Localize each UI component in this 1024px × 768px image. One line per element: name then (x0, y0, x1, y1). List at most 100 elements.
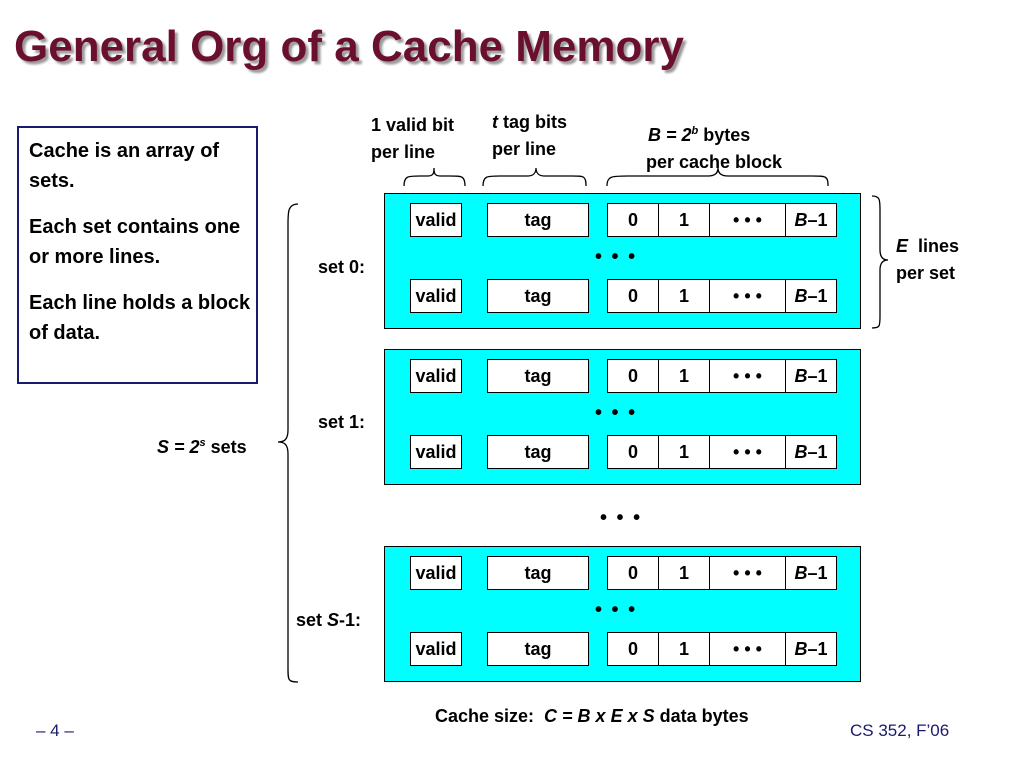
block-size-text: bytes (698, 125, 751, 145)
block-last-rest: –1 (807, 365, 828, 386)
more-lines-ellipsis: • • • (595, 402, 638, 424)
tag-bits-text: tag bits (498, 112, 568, 132)
valid-text: valid (415, 285, 457, 306)
page-number: – 4 – (36, 721, 74, 740)
block-byte-1-text: 1 (678, 365, 689, 386)
num-sets-exp: s (199, 437, 206, 449)
block-byte-0-text: 0 (627, 209, 638, 230)
valid-bit-label-line2: per line (371, 142, 436, 162)
tag-cell: tag (487, 279, 589, 313)
block-ellipsis: • • • (709, 556, 786, 590)
valid-bit-brace (403, 167, 466, 187)
lines-per-set-label-line2: per set (896, 263, 956, 283)
num-sets-var: S = 2 (157, 437, 200, 457)
notes-box: Cache is an array of sets. Each set cont… (17, 126, 258, 384)
block-byte-1-text: 1 (678, 562, 689, 583)
tag-cell: tag (487, 556, 589, 590)
block-last-var: B (794, 638, 808, 659)
valid-cell: valid (410, 632, 462, 666)
block-byte-0: 0 (607, 632, 659, 666)
lines-per-set-var: E (896, 236, 909, 256)
num-sets-text: sets (205, 437, 247, 457)
block-ellipsis: • • • (709, 279, 786, 313)
block-size-label: B = 2b bytes per cache block (646, 118, 782, 176)
block-last-rest: –1 (807, 209, 828, 230)
block-byte-0: 0 (607, 556, 659, 590)
set-1-label: set 1: (318, 412, 366, 432)
valid-cell: valid (410, 279, 462, 313)
tag-text: tag (524, 562, 552, 583)
page-title: General Org of a Cache Memory (14, 22, 684, 71)
block-byte-1: 1 (658, 556, 710, 590)
block-byte-0-text: 0 (627, 441, 638, 462)
more-lines-ellipsis: • • • (595, 246, 638, 268)
block-byte-1-text: 1 (678, 209, 689, 230)
block-last-var: B (794, 365, 808, 386)
block-size-var: B = 2 (648, 125, 692, 145)
block-byte-1-text: 1 (678, 285, 689, 306)
tag-cell: tag (487, 359, 589, 393)
tag-cell: tag (487, 632, 589, 666)
block-last-var: B (794, 209, 808, 230)
more-sets-ellipsis: • • • (600, 507, 643, 529)
block-byte-1: 1 (658, 279, 710, 313)
block-size-exp: b (691, 125, 699, 137)
valid-text: valid (415, 209, 457, 230)
set-last-prefix: set (296, 610, 328, 630)
block-byte-0-text: 0 (627, 285, 638, 306)
block-ellipsis-text: • • • (733, 365, 762, 386)
block-byte-0: 0 (607, 435, 659, 469)
valid-bit-label-line1: 1 valid bit (371, 115, 455, 135)
set-last-suffix: -1: (339, 610, 362, 630)
valid-cell: valid (410, 556, 462, 590)
block-byte-0: 0 (607, 359, 659, 393)
cache-size-prefix: Cache size: (435, 706, 545, 726)
block-ellipsis: • • • (709, 203, 786, 237)
block-last-var: B (794, 562, 808, 583)
tag-cell: tag (487, 203, 589, 237)
cache-size-expr: C = B x E x S (544, 706, 655, 726)
block-byte-0-text: 0 (627, 638, 638, 659)
block-last-rest: –1 (807, 441, 828, 462)
lines-per-set-label: E lines per set (896, 233, 959, 287)
block-last-rest: –1 (807, 638, 828, 659)
set-0-label: set 0: (318, 257, 366, 277)
cache-size-suffix: data bytes (654, 706, 749, 726)
tag-bits-brace (482, 167, 587, 187)
block-ellipsis-text: • • • (733, 209, 762, 230)
block-ellipsis-text: • • • (733, 638, 762, 659)
block-brace (606, 167, 829, 187)
note-lines: Each set contains one or more lines. (29, 216, 241, 268)
block-ellipsis-text: • • • (733, 562, 762, 583)
block-size-label-line2: per cache block (646, 152, 783, 172)
valid-text: valid (415, 638, 457, 659)
note-block: Each line holds a block of data. (29, 292, 251, 344)
valid-text: valid (415, 441, 457, 462)
block-byte-1-text: 1 (678, 638, 689, 659)
block-ellipsis: • • • (709, 359, 786, 393)
block-last-var: B (794, 441, 808, 462)
block-byte-last: B–1 (785, 556, 837, 590)
block-ellipsis-text: • • • (733, 441, 762, 462)
lines-per-set-brace (871, 195, 889, 329)
course-label: CS 352, F’06 (850, 721, 950, 740)
valid-text: valid (415, 562, 457, 583)
valid-bit-label: 1 valid bit per line (371, 112, 454, 166)
cache-size-formula: Cache size: C = B x E x S data bytes (435, 703, 749, 730)
tag-bits-label: t tag bits per line (492, 109, 567, 163)
tag-text: tag (524, 638, 552, 659)
block-byte-last: B–1 (785, 359, 837, 393)
block-byte-1-text: 1 (678, 441, 689, 462)
num-sets-label: S = 2s sets (157, 430, 247, 461)
tag-text: tag (524, 441, 552, 462)
tag-cell: tag (487, 435, 589, 469)
tag-bits-var: t (492, 112, 498, 132)
set-last-label: set S-1: (296, 607, 361, 634)
tag-text: tag (524, 365, 552, 386)
block-byte-1: 1 (658, 359, 710, 393)
block-ellipsis: • • • (709, 435, 786, 469)
block-last-rest: –1 (807, 562, 828, 583)
